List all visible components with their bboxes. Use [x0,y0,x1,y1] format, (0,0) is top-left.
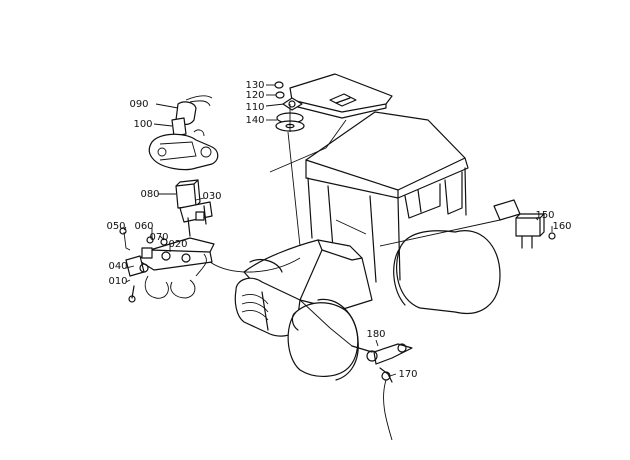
relay-assembly [175,179,213,237]
right-bracket-assembly [379,199,556,249]
callout-150: 150 [535,210,554,221]
callout-020: 020 [168,239,187,250]
callout-100: 100 [133,119,152,130]
callout-070: 070 [149,232,168,243]
callout-090: 090 [129,99,148,110]
callout-160: 160 [552,221,571,232]
bracket-assembly [119,227,301,303]
callout-110: 110 [245,102,264,113]
callout-080: 080 [140,189,159,200]
beacon-assembly [274,81,305,247]
callout-170: 170 [398,369,417,380]
callout-010: 010 [108,276,127,287]
callout-060: 060 [134,221,153,232]
callout-030: 030 [202,191,221,202]
callout-040: 040 [108,261,127,272]
callout-180: 180 [366,329,385,340]
callout-140: 140 [245,115,264,126]
callout-130: 130 [245,80,264,91]
callout-050: 050 [106,221,125,232]
tractor-illustration [234,111,501,381]
switch-assembly [148,95,219,171]
callout-120: 120 [245,90,264,101]
part-callouts: 090 100 080 030 050 060 070 020 040 010 … [106,80,571,380]
leader-lines [123,84,553,377]
